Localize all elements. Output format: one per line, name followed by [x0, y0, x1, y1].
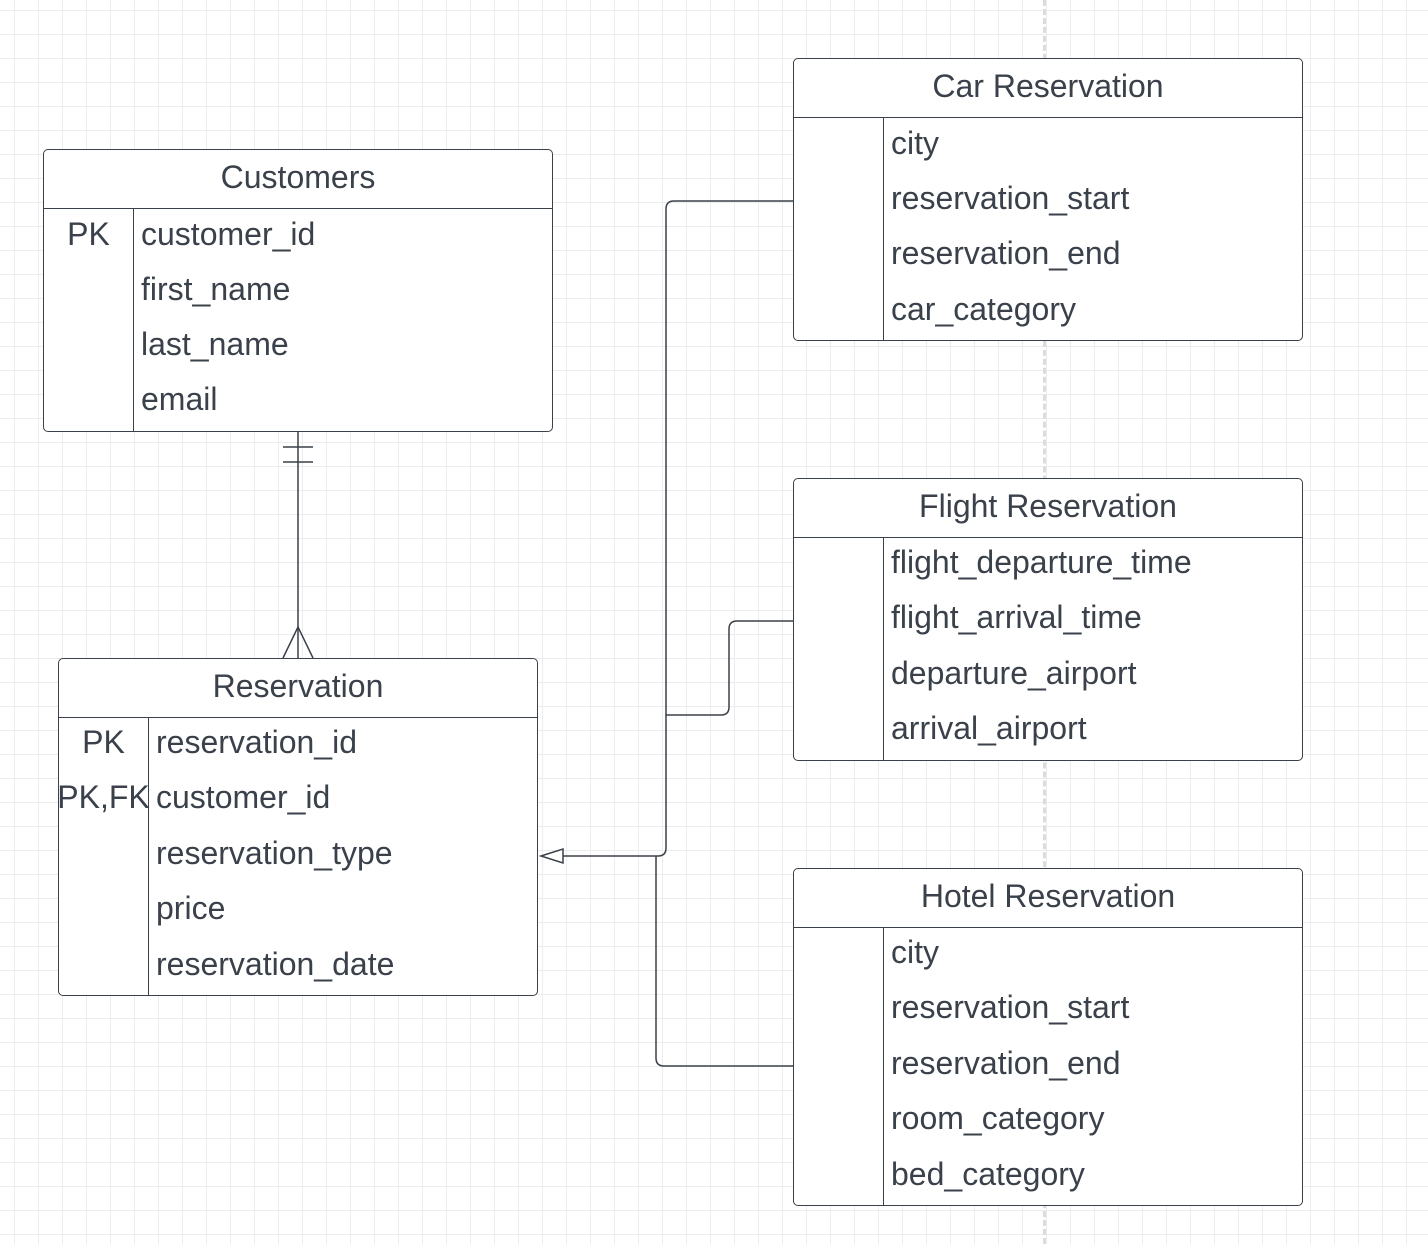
attribute-row: reservation_end [794, 1039, 1302, 1094]
attribute-key [59, 829, 148, 884]
entity-flight-reservation[interactable]: Flight Reservation flight_departure_time… [793, 478, 1303, 761]
attribute-row: reservation_start [794, 174, 1302, 229]
generalization-arrowhead [538, 847, 564, 865]
attribute-name: room_category [891, 1100, 1105, 1136]
attribute-key [794, 229, 883, 284]
attribute-name: arrival_airport [891, 710, 1087, 746]
car-reservation-connector [541, 200, 793, 857]
attribute-name: departure_airport [891, 655, 1137, 691]
attribute-name: reservation_start [891, 180, 1130, 216]
attribute-row: room_category [794, 1094, 1302, 1149]
many-crowfoot [282, 625, 314, 659]
attribute-key [794, 1150, 883, 1205]
attribute-name: first_name [141, 271, 291, 307]
attribute-key [59, 940, 148, 995]
attribute-key [794, 928, 883, 983]
attribute-row: arrival_airport [794, 704, 1302, 759]
attribute-row: flight_arrival_time [794, 593, 1302, 648]
attribute-key [794, 174, 883, 229]
attribute-key [794, 983, 883, 1038]
attribute-row: reservation_start [794, 983, 1302, 1038]
attribute-name: reservation_end [891, 235, 1121, 271]
attribute-name: price [156, 890, 226, 926]
attribute-key [44, 320, 133, 375]
attribute-name: customer_id [141, 216, 316, 252]
attribute-row: PK customer_id [44, 210, 552, 265]
attribute-row: email [44, 375, 552, 430]
key-column-divider [883, 928, 884, 1205]
entity-title: Car Reservation [794, 59, 1302, 118]
attribute-row: city [794, 928, 1302, 983]
attribute-row: departure_airport [794, 649, 1302, 704]
attribute-name: bed_category [891, 1156, 1085, 1192]
attribute-row: reservation_type [59, 829, 537, 884]
attribute-row: car_category [794, 285, 1302, 340]
attribute-name: reservation_date [156, 946, 395, 982]
attribute-row: last_name [44, 320, 552, 375]
attribute-key [794, 119, 883, 174]
entity-reservation[interactable]: Reservation PK reservation_id PK,FK cust… [57, 658, 538, 996]
entity-customers[interactable]: Customers PK customer_id first_name last… [43, 149, 553, 432]
entity-title: Reservation [59, 659, 537, 718]
attribute-name: customer_id [156, 779, 331, 815]
attribute-row: flight_departure_time [794, 538, 1302, 593]
attribute-name: flight_departure_time [891, 544, 1192, 580]
attribute-key [44, 265, 133, 320]
attribute-row: reservation_date [59, 940, 537, 995]
entity-car-reservation[interactable]: Car Reservation city reservation_start r… [793, 58, 1303, 341]
attribute-key: PK,FK [57, 779, 150, 815]
attribute-key [794, 649, 883, 704]
attribute-row: PK,FK customer_id [57, 773, 537, 828]
attribute-name: reservation_end [891, 1045, 1121, 1081]
attribute-name: reservation_id [156, 724, 357, 760]
hotel-reservation-connector [655, 856, 793, 1067]
attribute-key [794, 1039, 883, 1094]
key-column-divider [133, 209, 134, 431]
attribute-row: first_name [44, 265, 552, 320]
attribute-name: reservation_type [156, 835, 393, 871]
attribute-name: city [891, 934, 939, 970]
attribute-key [794, 538, 883, 593]
entity-title: Customers [44, 150, 552, 209]
attribute-name: city [891, 125, 939, 161]
attribute-key [794, 593, 883, 648]
key-column-divider [883, 538, 884, 760]
attribute-name: email [141, 381, 218, 417]
attribute-key: PK [67, 216, 110, 252]
attribute-name: last_name [141, 326, 289, 362]
attribute-key [794, 704, 883, 759]
entity-hotel-reservation[interactable]: Hotel Reservation city reservation_start… [793, 868, 1303, 1206]
attribute-key [59, 884, 148, 939]
key-column-divider [883, 118, 884, 340]
attribute-name: reservation_start [891, 989, 1130, 1025]
attribute-key [44, 375, 133, 430]
attribute-row: bed_category [794, 1150, 1302, 1205]
attribute-row: city [794, 119, 1302, 174]
attribute-row: price [59, 884, 537, 939]
attribute-key: PK [82, 724, 125, 760]
entity-title: Flight Reservation [794, 479, 1302, 538]
attribute-name: flight_arrival_time [891, 599, 1142, 635]
attribute-name: car_category [891, 291, 1076, 327]
key-column-divider [148, 718, 149, 995]
attribute-row: reservation_end [794, 229, 1302, 284]
attribute-key [794, 285, 883, 340]
attribute-row: PK reservation_id [59, 718, 537, 773]
flight-reservation-connector [666, 620, 793, 716]
entity-title: Hotel Reservation [794, 869, 1302, 928]
attribute-key [794, 1094, 883, 1149]
